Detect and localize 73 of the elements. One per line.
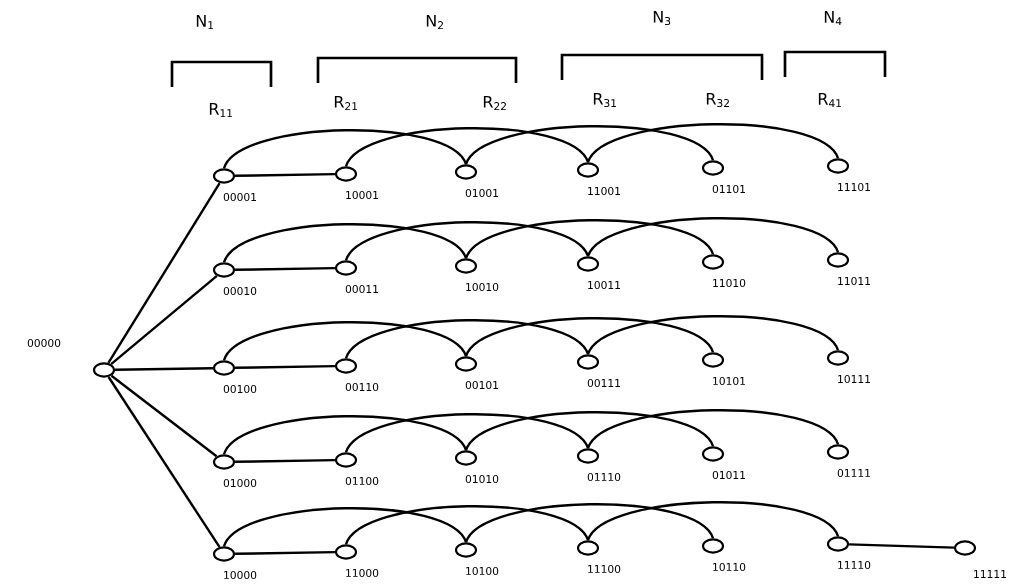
node-label: 01000 <box>223 478 257 487</box>
node-label: 01101 <box>712 184 745 193</box>
connector-line <box>587 409 839 449</box>
node-label: 00101 <box>465 380 498 389</box>
connector-line <box>587 315 839 355</box>
connector-line <box>235 266 335 271</box>
connector-line <box>465 125 714 165</box>
node-label: 00110 <box>345 382 379 391</box>
connector-line <box>465 411 714 451</box>
connector-line <box>345 221 589 261</box>
node-label: 00001 <box>223 192 256 201</box>
connector-line <box>115 367 213 371</box>
node-label: 11001 <box>588 186 620 195</box>
node-label: 10100 <box>466 566 499 575</box>
connector-line <box>235 172 335 177</box>
node-label: 00000 <box>27 338 61 347</box>
connector-line <box>107 182 221 364</box>
bracket-label: R$_{21}$ <box>334 95 357 111</box>
bracket-label: R$_{32}$ <box>706 92 729 108</box>
connector-line <box>465 317 714 357</box>
node-label: 00100 <box>223 384 257 393</box>
connector-line <box>345 319 589 359</box>
connector-line <box>223 223 467 263</box>
connector-line <box>110 374 218 458</box>
connector-line <box>587 123 839 163</box>
connector-line <box>849 543 954 549</box>
bracket-label: N$_{3}$ <box>653 10 671 26</box>
node-label: 00011 <box>345 284 378 293</box>
node-label: 10010 <box>466 282 499 291</box>
connector-line <box>235 458 335 463</box>
connector-line <box>345 505 589 545</box>
bracket-label: R$_{11}$ <box>209 102 232 118</box>
node-label: 01011 <box>712 470 745 479</box>
connector-line <box>235 550 335 555</box>
node-label: 11111 <box>974 570 1006 578</box>
connector-line <box>223 321 467 361</box>
node-label: 00111 <box>587 378 620 387</box>
node-label: 01111 <box>837 468 870 477</box>
node-label: 01100 <box>345 476 379 485</box>
node-label: 01001 <box>465 188 498 197</box>
node-label: 00010 <box>223 286 257 295</box>
node-label: 10111 <box>838 374 870 383</box>
connector-line <box>465 503 714 543</box>
node-label: 10000 <box>224 570 257 579</box>
bracket-label: N$_{4}$ <box>824 10 842 26</box>
connector-line <box>345 127 589 167</box>
node-label: 11110 <box>838 560 871 569</box>
connector-line <box>223 507 467 547</box>
node-label: 10001 <box>346 190 378 199</box>
bracket-label: R$_{22}$ <box>483 95 506 111</box>
node-label: 10101 <box>713 376 745 385</box>
connector-line <box>235 364 335 369</box>
bracket-label: N$_{2}$ <box>426 14 443 30</box>
node-label: 10011 <box>588 280 620 289</box>
node-label: 10110 <box>713 562 746 571</box>
connector-line <box>587 217 839 257</box>
node-label: 11100 <box>588 564 621 573</box>
connector-line <box>110 275 218 365</box>
bracket-label: N$_{1}$ <box>196 14 214 30</box>
node-label: 11011 <box>838 276 870 285</box>
connector-line <box>223 129 467 169</box>
connector-line <box>223 415 467 455</box>
node-label: 01110 <box>587 472 621 481</box>
connector-line <box>587 501 839 541</box>
connector-line <box>345 413 589 453</box>
node-label: 01010 <box>465 474 499 483</box>
node-label: 11010 <box>713 278 746 287</box>
node-label: 11000 <box>346 568 379 577</box>
bracket-label: R$_{31}$ <box>593 92 616 108</box>
connector-line <box>465 219 714 259</box>
node-label: 11101 <box>838 182 870 191</box>
connector-line <box>107 376 221 548</box>
bracket-label: R$_{41}$ <box>818 92 841 108</box>
